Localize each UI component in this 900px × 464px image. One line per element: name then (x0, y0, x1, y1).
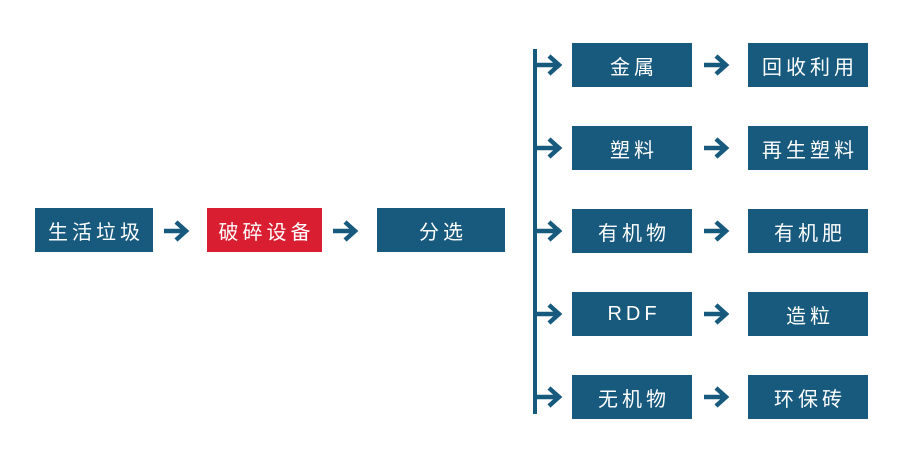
node-rdf: RDF (572, 292, 692, 336)
node-crushing-equipment: 破碎设备 (207, 208, 322, 252)
arrow-right-icon (333, 220, 359, 242)
arrow-right-icon (704, 386, 730, 408)
node-sorting: 分选 (377, 208, 505, 252)
node-organic-fertilizer: 有机肥 (748, 209, 868, 253)
arrow-right-icon (704, 303, 730, 325)
node-organic-matter: 有机物 (572, 209, 692, 253)
arrow-right-icon (537, 303, 563, 325)
node-inorganic-matter: 无机物 (572, 375, 692, 419)
arrow-right-icon (537, 220, 563, 242)
arrow-right-icon (704, 54, 730, 76)
arrow-right-icon (704, 137, 730, 159)
arrow-right-icon (537, 54, 563, 76)
node-metal: 金属 (572, 43, 692, 87)
node-granulation: 造粒 (748, 292, 868, 336)
node-eco-brick: 环保砖 (748, 375, 868, 419)
arrow-right-icon (537, 386, 563, 408)
node-recycling: 回收利用 (748, 43, 868, 87)
arrow-right-icon (164, 220, 190, 242)
arrow-right-icon (537, 137, 563, 159)
node-recycled-plastic: 再生塑料 (748, 126, 868, 170)
node-plastic: 塑料 (572, 126, 692, 170)
node-household-waste: 生活垃圾 (35, 208, 153, 252)
branch-connector-line (533, 49, 537, 414)
arrow-right-icon (704, 220, 730, 242)
